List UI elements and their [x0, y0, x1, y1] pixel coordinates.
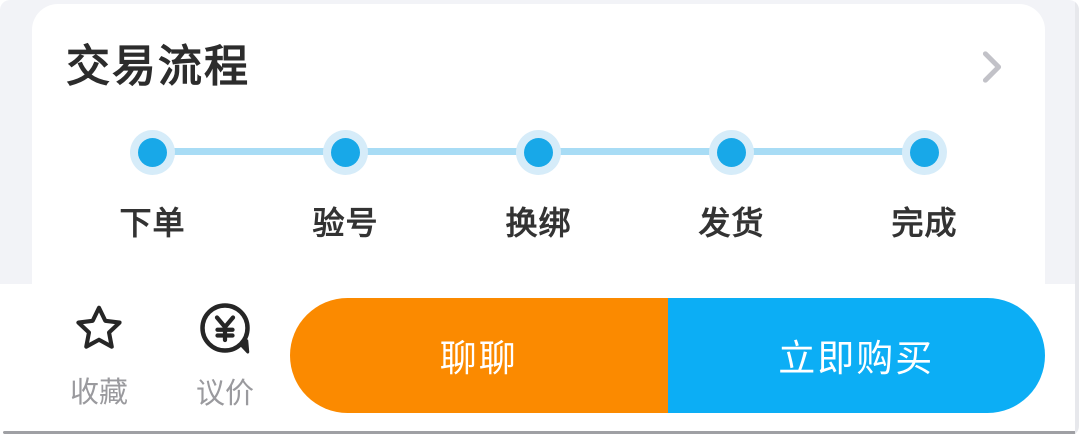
step-dot: [331, 138, 360, 167]
step-dot: [910, 138, 939, 167]
screen-right-edge: [1075, 0, 1079, 436]
step-label: 验号: [312, 205, 379, 241]
step-dot: [138, 138, 167, 167]
page-title: 交易流程: [66, 42, 250, 91]
step-label: 发货: [698, 205, 765, 241]
bargain-label: 议价: [195, 377, 254, 410]
chat-button[interactable]: 聊聊: [290, 297, 668, 413]
page-background: 交易流程 下单 验号 换绑: [0, 0, 1079, 284]
step-dot: [524, 138, 553, 167]
favorite-label: 收藏: [69, 376, 128, 409]
bargain-button[interactable]: 议价: [170, 299, 280, 412]
step-label: 换绑: [505, 205, 572, 241]
step-dot: [717, 138, 746, 167]
step-item: 换绑: [442, 124, 635, 244]
step-label: 下单: [119, 205, 186, 241]
yuan-bubble-icon: [195, 299, 255, 364]
trade-process-header[interactable]: 交易流程: [32, 4, 1045, 93]
trade-process-stepper: 下单 验号 换绑 发货 完成: [32, 124, 1045, 244]
primary-buttons: 聊聊 立即购买: [290, 297, 1045, 413]
step-item: 验号: [249, 124, 442, 244]
step-item: 完成: [828, 124, 1021, 244]
step-item: 发货: [635, 124, 828, 244]
star-icon: [70, 300, 128, 363]
chevron-right-icon[interactable]: [979, 50, 1005, 84]
step-item: 下单: [56, 124, 249, 244]
step-label: 完成: [891, 205, 958, 241]
trade-process-card: 交易流程 下单 验号 换绑: [32, 4, 1045, 284]
buy-now-button[interactable]: 立即购买: [667, 297, 1045, 413]
favorite-button[interactable]: 收藏: [44, 300, 154, 411]
screen-bottom-edge: [3, 431, 1076, 434]
action-bar: 收藏 议价 聊聊 立即购买: [0, 284, 1079, 436]
